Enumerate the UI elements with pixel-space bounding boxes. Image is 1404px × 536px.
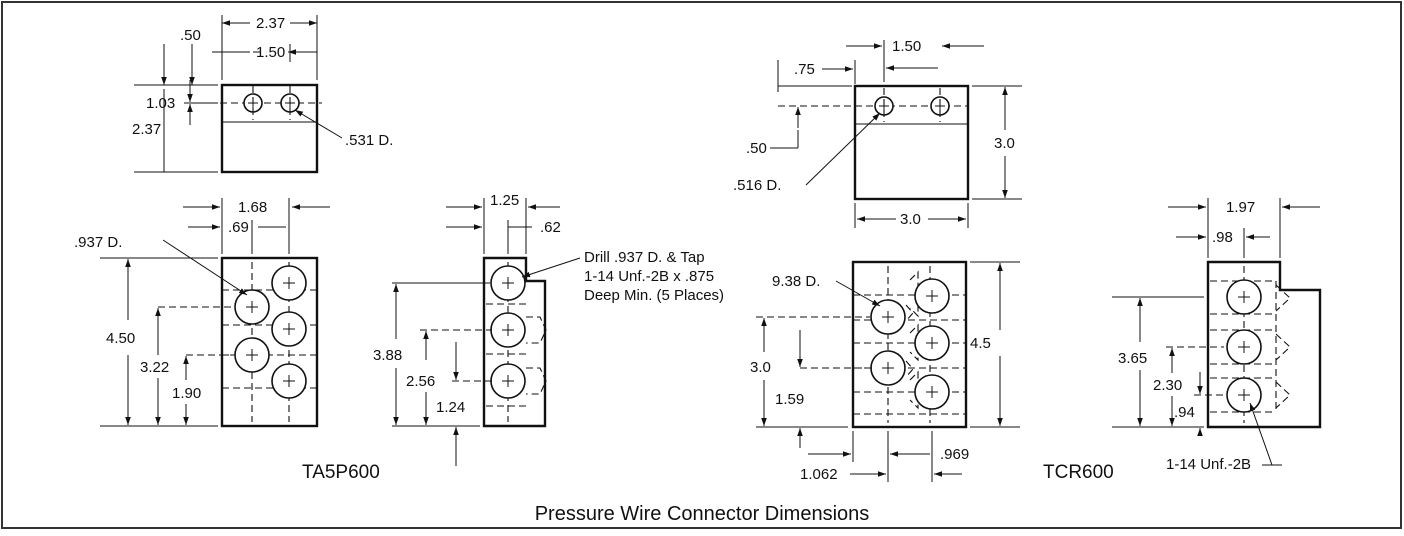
ta5p600-top-offset-label: .50 [180, 27, 201, 44]
drawing-title: Pressure Wire Connector Dimensions [535, 503, 870, 525]
ta5p600-top-depth-label: 2.37 [132, 121, 161, 138]
tcr600-front-hole-dia-label: 9.38 D. [772, 273, 820, 290]
ta5p600-side-h1-label: 1.24 [436, 399, 465, 416]
ta5p600-top-hole-height-label: 1.03 [146, 95, 175, 112]
tcr600-side-offset-label: .98 [1212, 229, 1233, 246]
ta5p600-front-row1-label: 1.90 [172, 385, 201, 402]
tcr600-front-col1-label: 1.062 [800, 466, 838, 483]
tcr600-front-row1-label: 1.59 [775, 391, 804, 408]
tcr600-top-depth-label: 3.0 [994, 135, 1015, 152]
tcr600-front-col2-label: .969 [940, 446, 969, 463]
tcr600-front-view: 9.38 D. 4.5 3.0 1.59 1.062 .969 [750, 260, 1020, 483]
ta5p600-top-body [220, 83, 319, 174]
ta5p600-front-body [220, 256, 319, 428]
ta5p600-top-view: 2.37 1.50 .50 1.03 2.37 .531 D. [132, 15, 393, 174]
ta5p600-front-width-label: 1.68 [238, 199, 267, 216]
tcr600-top-offset-label: .75 [794, 61, 815, 78]
tcr600-top-hole-height-label: .50 [746, 140, 767, 157]
ta5p600-front-view: 1.68 .69 .937 D. 4.50 3.22 1.90 [74, 198, 330, 428]
ta5p600-top-hole-dia-label: .531 D. [345, 132, 393, 149]
tcr600-side-h1-label: .94 [1174, 404, 1195, 421]
ta5p600-drill-note-2: 1-14 Unf.-2B x .875 [584, 268, 714, 285]
tcr600-side-h3-label: 3.65 [1118, 350, 1147, 367]
ta5p600-side-h3-label: 3.88 [373, 347, 402, 364]
ta5p600-side-width-label: 1.25 [490, 192, 519, 209]
model-label-ta5p600: TA5P600 [302, 462, 380, 483]
tcr600-side-body [1206, 260, 1322, 429]
ta5p600-side-h2-label: 2.56 [406, 373, 435, 390]
ta5p600-side-step-label: .62 [540, 219, 561, 236]
tcr600-front-height-label: 4.5 [970, 335, 991, 352]
tcr600-front-body [851, 260, 968, 429]
tcr600-top-hole-dia-label: .516 D. [733, 177, 781, 194]
ta5p600-front-offset-label: .69 [228, 219, 249, 236]
tcr600-top-view: 1.50 .75 .50 .516 D. 3.0 3.0 [733, 38, 1022, 228]
ta5p600-drill-note-1: Drill .937 D. & Tap [584, 249, 705, 266]
tcr600-side-thread-label: 1-14 Unf.-2B [1166, 456, 1251, 473]
ta5p600-side-body [482, 256, 547, 428]
tcr600-side-width-label: 1.97 [1226, 199, 1255, 216]
ta5p600-top-spacing-label: 1.50 [256, 44, 285, 61]
ta5p600-front-hole-dia-label: .937 D. [74, 234, 122, 251]
ta5p600-drill-note-3: Deep Min. (5 Places) [584, 287, 724, 304]
tcr600-front-row2-label: 3.0 [750, 359, 771, 376]
ta5p600-front-row2-label: 3.22 [140, 359, 169, 376]
tcr600-side-view: 1.97 .98 3.65 2.30 .94 1-14 Unf.-2B [1112, 198, 1322, 473]
tcr600-top-spacing-label: 1.50 [892, 38, 921, 55]
ta5p600-top-width-label: 2.37 [256, 15, 285, 32]
ta5p600-front-height-label: 4.50 [106, 330, 135, 347]
tcr600-side-h2-label: 2.30 [1153, 377, 1182, 394]
tcr600-top-width-label: 3.0 [900, 211, 921, 228]
ta5p600-side-view: 1.25 .62 Drill .937 D. & Tap 1-14 Unf.-2… [373, 192, 724, 466]
tcr600-top-body [853, 84, 970, 201]
model-label-tcr600: TCR600 [1043, 462, 1114, 483]
